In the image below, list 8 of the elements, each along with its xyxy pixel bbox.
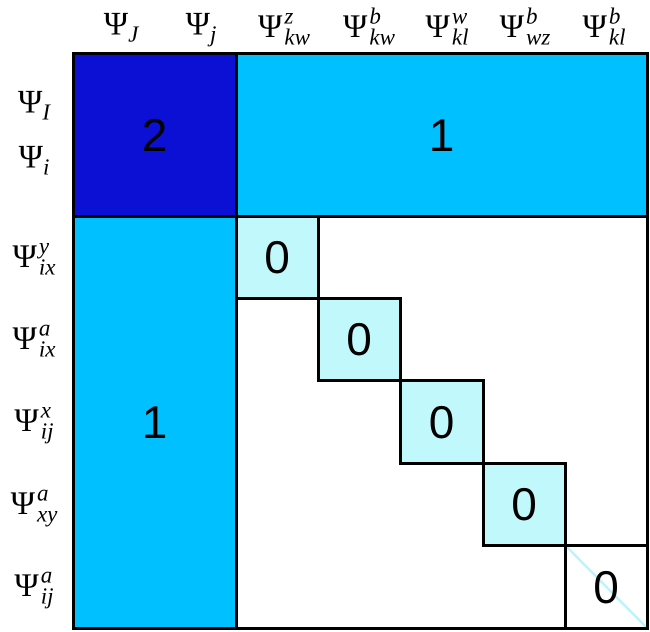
matrix-block: 0	[482, 462, 566, 546]
column-label: Ψ$_{j}$	[186, 8, 216, 46]
row-label: Ψ$_{i}$	[18, 142, 50, 178]
column-label: Ψ$_{J}$	[104, 8, 138, 46]
matrix-block: 0	[398, 378, 484, 464]
matrix-block: 0	[316, 296, 402, 382]
row-label: Ψ$_{I}$	[18, 86, 50, 124]
matrix-block: 0	[564, 544, 648, 630]
